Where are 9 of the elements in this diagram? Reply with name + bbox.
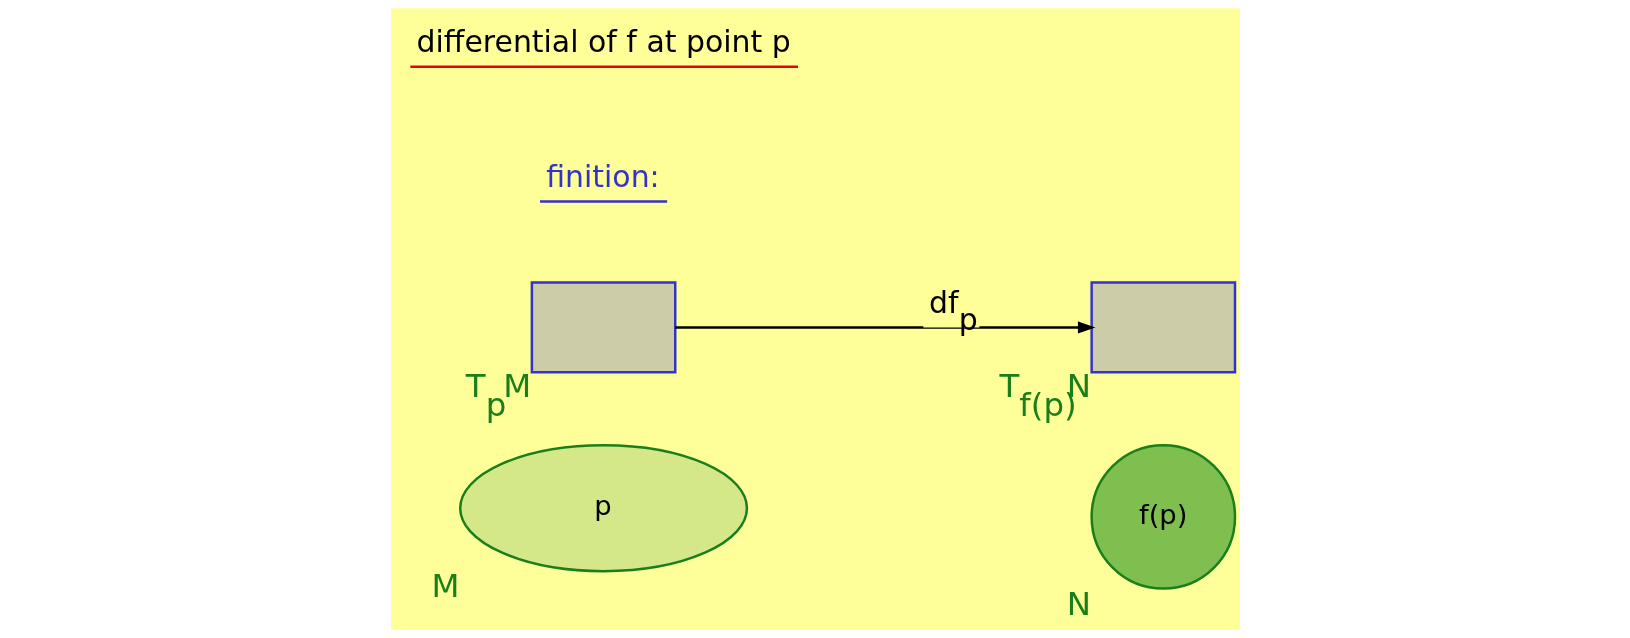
- arrow: [674, 321, 1095, 334]
- label: finition:: [545, 158, 660, 194]
- node-box: [1089, 281, 1236, 374]
- node-ellipse: p: [458, 444, 748, 573]
- label: differential of f at point p: [416, 24, 791, 60]
- node-circle: f(p): [1089, 444, 1236, 590]
- node-box: [530, 281, 676, 374]
- node-label: M: [431, 567, 459, 606]
- node-label: N: [1066, 584, 1091, 623]
